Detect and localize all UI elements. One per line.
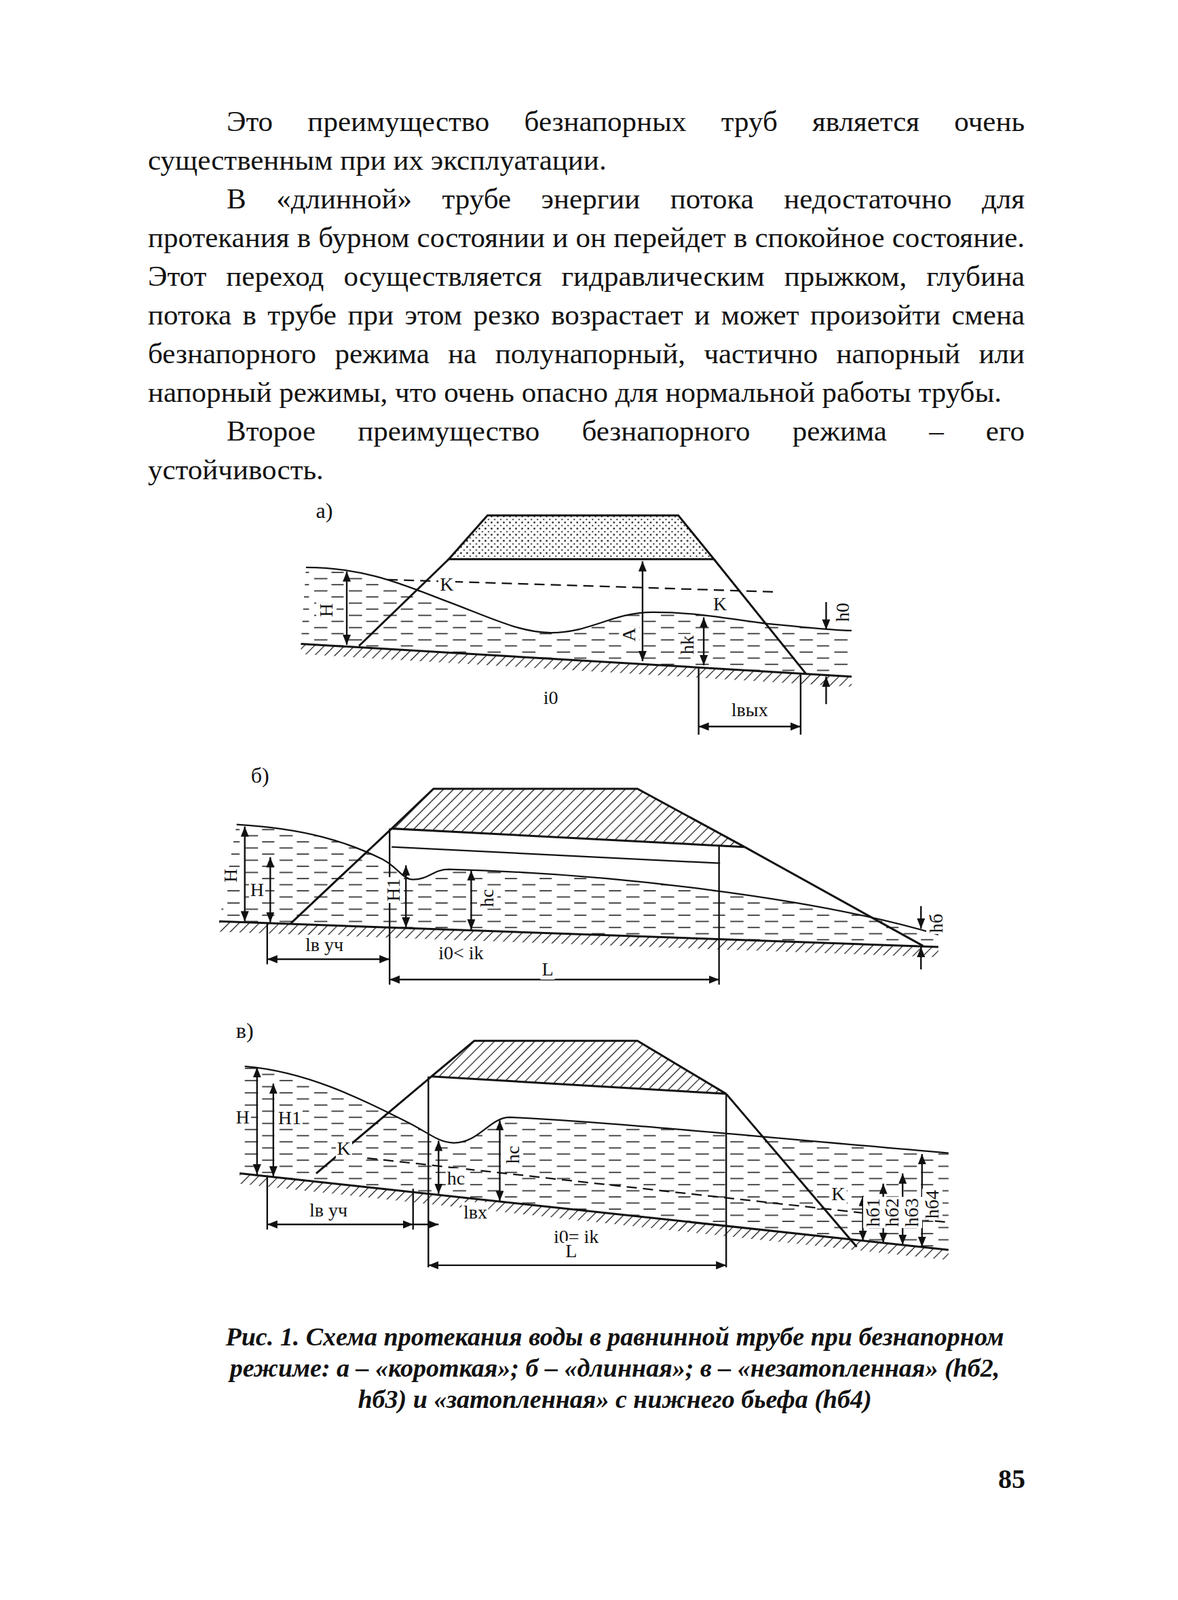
water-surface [236, 824, 939, 935]
paragraph: Это преимущество безнапорных труб являет… [147, 101, 1025, 180]
paragraph: В «длинной» трубе энергии потока недоста… [147, 179, 1025, 412]
dimension-arrow [437, 1140, 440, 1194]
dimension-arrow [470, 869, 472, 929]
critical-depth-line [367, 1157, 949, 1223]
dimension-tick [697, 668, 699, 735]
figure-c [239, 1040, 949, 1267]
dimension-arrow [244, 826, 246, 922]
dimension-label: h0 [832, 601, 853, 623]
pipe-end [717, 844, 720, 985]
slope [744, 846, 923, 946]
paragraph: Второе преимущество безнапорного режима … [147, 411, 1025, 489]
embankment [448, 515, 714, 560]
slope [713, 559, 806, 674]
dimension-label: lв уч [308, 1199, 349, 1221]
slope [726, 1093, 857, 1246]
pipe-end [388, 828, 391, 985]
dimension-label: hб1 [863, 1195, 884, 1227]
pipe-end [427, 1076, 429, 1267]
dimension-arrow [825, 601, 827, 630]
dimension-arrow [428, 1264, 727, 1266]
ground-hatch [219, 920, 939, 957]
dimension-label: K [829, 1183, 847, 1204]
dimension-tick [800, 673, 802, 735]
dimension-arrow [920, 946, 922, 969]
dimension-arrow [920, 905, 922, 929]
pipe-soffit [391, 846, 720, 864]
dimension-arrow [413, 1223, 440, 1225]
dimension-label: hk [677, 633, 698, 656]
water-body [239, 1066, 949, 1250]
pipe-end [725, 1093, 727, 1267]
dimension-label: H [234, 1106, 252, 1128]
dimension-tick [266, 1175, 269, 1230]
dimension-label: K [438, 574, 455, 595]
dimension-label: K [335, 1137, 352, 1159]
dimension-label: hc [477, 886, 498, 908]
figure-b [219, 788, 939, 985]
dimension-label: lвых [730, 699, 770, 720]
dimension-label: H [316, 601, 337, 619]
page-number: 85 [998, 1463, 1026, 1494]
embankment [391, 788, 745, 847]
dimension-arrow [267, 1223, 414, 1225]
dimension-label: hб4 [922, 1187, 943, 1219]
dimension-tick [412, 1188, 414, 1229]
dimension-label: i0 [542, 687, 560, 708]
dimension-tick [266, 922, 269, 964]
embankment [431, 1040, 727, 1094]
dimension-label: lвх [462, 1201, 489, 1223]
dimension-arrow [703, 616, 705, 665]
figure-letter: а) [316, 498, 334, 522]
water-surface [306, 567, 852, 633]
dimension-label: L [563, 1240, 579, 1261]
slope [358, 559, 449, 646]
dimension-label: hб3 [901, 1195, 923, 1227]
dimension-label: K [711, 593, 729, 615]
figure-letter: в) [236, 1018, 254, 1042]
dimension-label: H [220, 866, 241, 883]
dimension-label: hб2 [882, 1195, 903, 1227]
figure-caption: Рис. 1. Схема протекания воды в равнинно… [207, 1320, 1022, 1415]
dimension-label: hб [926, 912, 947, 934]
dimension-label: i0< ik [437, 942, 485, 963]
dimension-arrow [269, 857, 271, 923]
dimension-arrow [267, 958, 390, 960]
dimension-label: A [618, 626, 640, 643]
dimension-label: H1 [383, 876, 404, 903]
dimension-arrow [825, 676, 827, 705]
dimension-arrow [256, 1066, 258, 1174]
slope [290, 828, 392, 924]
dimension-label: hc [502, 1144, 524, 1165]
dimension-label: H1 [276, 1107, 303, 1128]
dimension-arrow [641, 561, 644, 661]
figure-a [300, 515, 852, 735]
figure-letter: б) [251, 763, 270, 787]
dimension-arrow [698, 725, 801, 727]
dimension-label: L [540, 958, 556, 980]
ground-hatch [239, 1173, 949, 1261]
dimension-label: hc [445, 1167, 467, 1189]
dimension-arrow [405, 865, 407, 928]
ground-line [239, 1173, 949, 1250]
ground-line [300, 643, 852, 677]
dimension-arrow [272, 1083, 275, 1176]
dimension-label: H [249, 879, 266, 900]
dimension-arrow [498, 1119, 501, 1201]
dimension-arrow [346, 571, 348, 645]
ground-hatch [300, 643, 852, 687]
dimension-label: lв уч [304, 934, 345, 955]
